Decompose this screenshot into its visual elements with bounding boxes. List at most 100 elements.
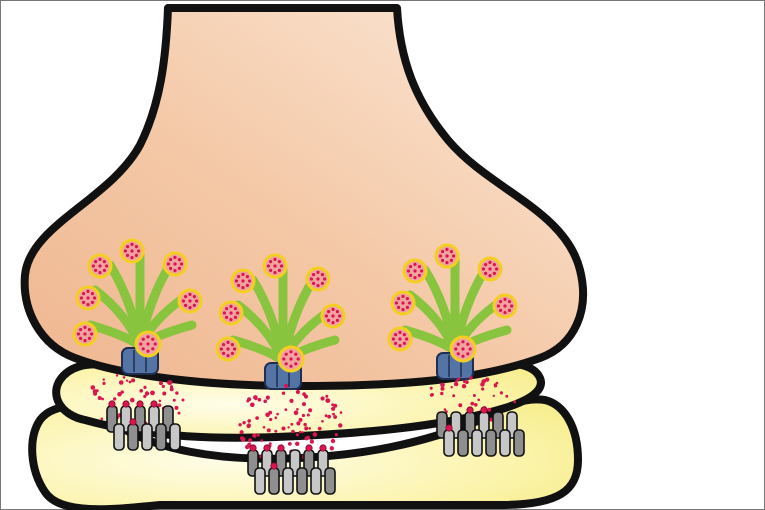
released-transmitter: [257, 434, 260, 437]
neurotransmitter-dot: [503, 298, 506, 301]
neurotransmitter-dot: [222, 343, 225, 346]
released-transmitter: [248, 438, 252, 442]
neurotransmitter-dot: [236, 311, 239, 314]
released-transmitter: [252, 433, 257, 438]
released-transmitter: [456, 379, 459, 382]
released-transmitter: [458, 403, 462, 407]
receptor-protein: [170, 424, 180, 450]
neurotransmitter-dot: [142, 347, 145, 350]
released-transmitter: [310, 440, 314, 444]
receptor-protein: [297, 468, 307, 494]
neurotransmitter-dot: [80, 296, 83, 299]
neurotransmitter-dot: [336, 310, 339, 313]
receptor-protein: [128, 424, 138, 450]
released-transmitter: [267, 428, 271, 432]
receptor-protein: [269, 468, 279, 494]
synaptic-vesicle: [136, 332, 160, 356]
released-transmitter: [117, 392, 122, 397]
released-transmitter: [294, 411, 299, 416]
released-transmitter: [473, 394, 476, 397]
neurotransmitter-dot: [188, 306, 191, 309]
neurotransmitter-dot: [457, 352, 460, 355]
released-transmitter: [238, 423, 241, 426]
neurotransmitter-dot: [499, 300, 502, 303]
receptor-protein: [458, 430, 468, 456]
released-transmitter: [263, 400, 267, 404]
bound-transmitter: [250, 445, 256, 451]
released-transmitter: [296, 408, 299, 411]
neurotransmitter-dot: [327, 319, 330, 322]
neurotransmitter-dot: [488, 267, 491, 270]
neurotransmitter-dot: [225, 316, 228, 319]
released-transmitter: [303, 423, 306, 426]
released-transmitter: [139, 389, 143, 393]
released-transmitter: [175, 391, 178, 394]
neurotransmitter-dot: [139, 342, 142, 345]
neurotransmitter-dot: [397, 297, 400, 300]
neurotransmitter-dot: [193, 295, 196, 298]
bound-transmitter: [481, 407, 487, 413]
synaptic-vesicle: [392, 292, 414, 314]
neurotransmitter-dot: [233, 347, 236, 350]
released-transmitter: [123, 376, 126, 379]
receptor-protein: [514, 430, 524, 456]
neurotransmitter-dot: [397, 306, 400, 309]
neurotransmitter-dot: [294, 353, 297, 356]
released-transmitter: [332, 413, 335, 416]
neurotransmitter-dot: [77, 332, 80, 335]
released-transmitter: [299, 418, 303, 422]
neurotransmitter-dot: [169, 267, 172, 270]
synaptic-vesicle: [307, 268, 329, 290]
released-transmitter: [113, 397, 116, 400]
released-transmitter: [306, 436, 310, 440]
released-transmitter: [275, 416, 278, 419]
neurotransmitter-dot: [510, 304, 513, 307]
neurotransmitter-dot: [135, 254, 138, 257]
neurotransmitter-dot: [466, 343, 469, 346]
neurotransmitter-dot: [231, 352, 234, 355]
neurotransmitter-dot: [226, 354, 229, 357]
neurotransmitter-dot: [439, 254, 442, 257]
neurotransmitter-dot: [94, 260, 97, 263]
released-transmitter: [299, 431, 302, 434]
released-transmitter: [274, 430, 277, 433]
receptor-protein: [255, 468, 265, 494]
neurotransmitter-dot: [413, 276, 416, 279]
released-transmitter: [477, 399, 480, 402]
neurotransmitter-dot: [86, 290, 89, 293]
released-transmitter: [143, 386, 146, 389]
synaptic-vesicle: [232, 270, 254, 292]
released-transmitter: [487, 408, 491, 412]
released-transmitter: [130, 398, 135, 403]
released-transmitter: [430, 394, 433, 397]
neurotransmitter-dot: [403, 342, 406, 345]
released-transmitter: [513, 400, 516, 403]
neurotransmitter-dot: [289, 365, 292, 368]
neurotransmitter-dot: [94, 269, 97, 272]
neurotransmitter-dot: [86, 296, 89, 299]
bound-transmitter: [109, 401, 115, 407]
neurotransmitter-dot: [146, 335, 149, 338]
neurotransmitter-dot: [130, 256, 133, 259]
neurotransmitter-dot: [241, 279, 244, 282]
neurotransmitter-dot: [154, 342, 157, 345]
synaptic-vesicle: [217, 338, 239, 360]
neurotransmitter-dot: [289, 357, 292, 360]
released-transmitter: [470, 402, 474, 406]
neurotransmitter-dot: [282, 357, 285, 360]
neurotransmitter-dot: [461, 355, 464, 358]
released-transmitter: [441, 387, 445, 391]
neurotransmitter-dot: [285, 362, 288, 365]
synaptic-vesicle: [89, 255, 111, 277]
released-transmitter: [331, 439, 335, 443]
neurotransmitter-dot: [83, 339, 86, 342]
bound-transmitter: [137, 401, 143, 407]
neurotransmitter-dot: [92, 264, 95, 267]
released-transmitter: [331, 403, 334, 406]
synaptic-vesicle: [451, 337, 475, 361]
neurotransmitter-dot: [98, 271, 101, 274]
released-transmitter: [340, 411, 343, 414]
neurotransmitter-dot: [418, 265, 421, 268]
neurotransmitter-dot: [241, 286, 244, 289]
